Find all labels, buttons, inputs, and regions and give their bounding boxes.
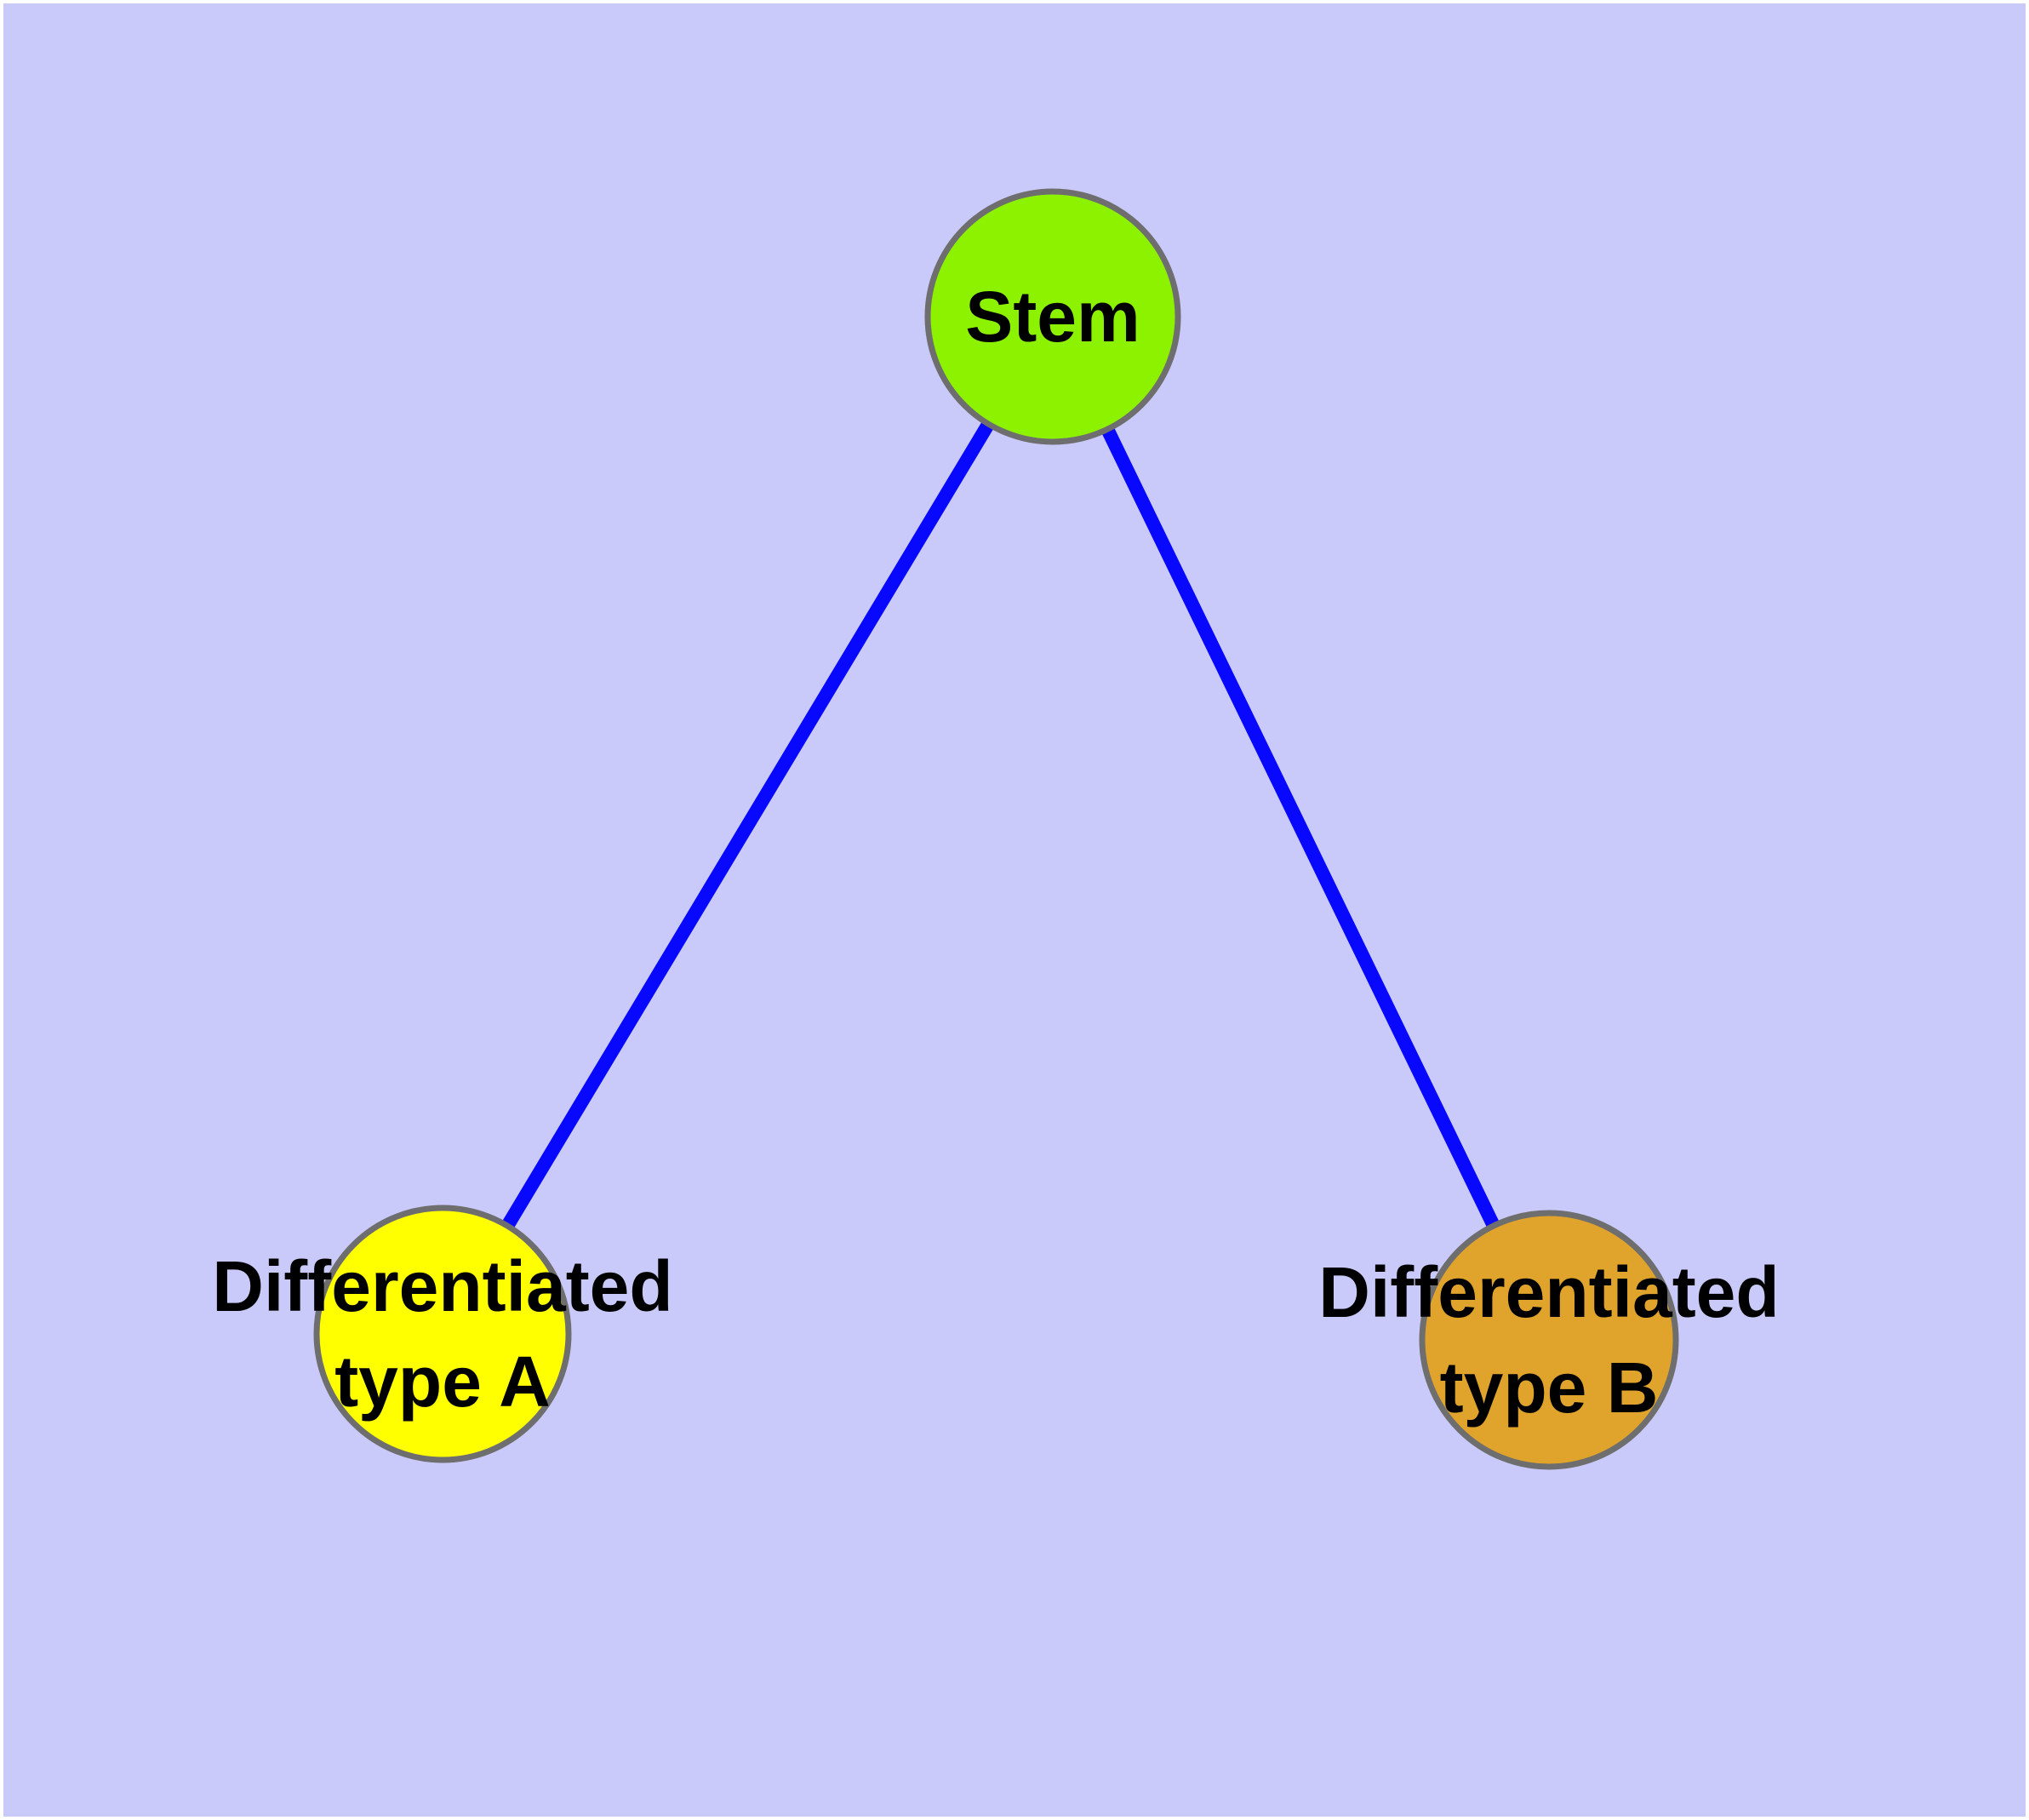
edge-stem-type-b <box>1046 313 1556 1343</box>
edge-stem-type-a <box>437 312 1059 1338</box>
node-label-differentiated-type-b: Differentiated type B <box>1318 1252 1780 1428</box>
node-label-differentiated-type-a: Differentiated type A <box>212 1246 673 1422</box>
node-circle-type-a <box>313 1205 572 1463</box>
node-circle-type-b <box>1419 1210 1679 1470</box>
node-circle-stem <box>924 188 1181 445</box>
node-label-stem: Stem <box>965 277 1140 357</box>
graph-svg <box>313 188 1679 1470</box>
